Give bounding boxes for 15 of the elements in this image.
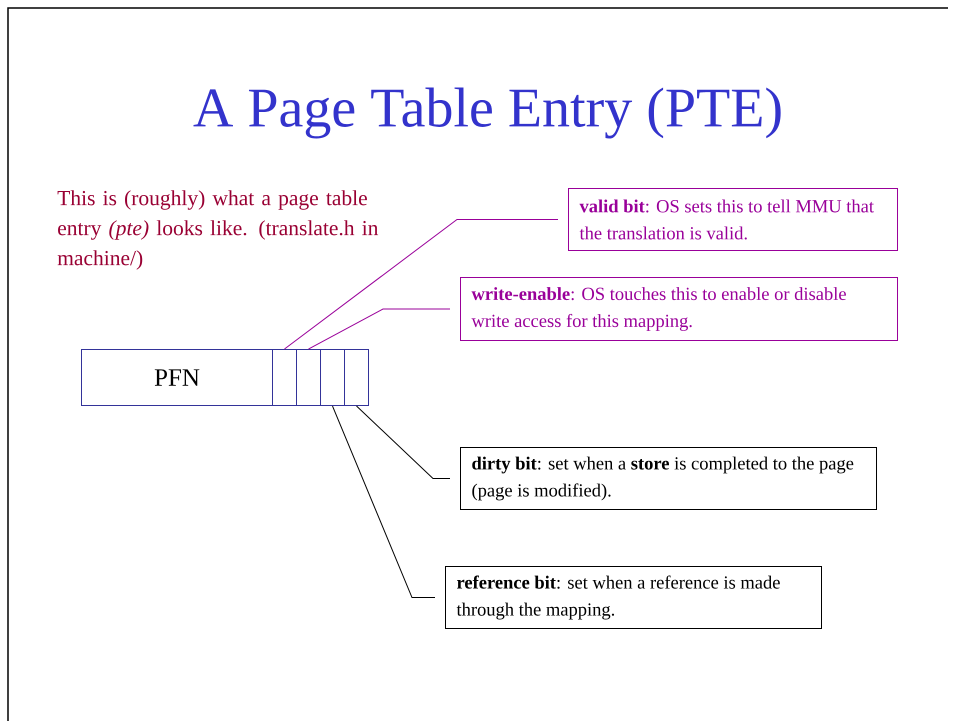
bit-field [320, 349, 345, 406]
callout-box: dirty bit: set when a store is completed to the page (page is modified). [460, 447, 877, 510]
callout-box: valid bit: OS sets this to tell MMU that the translation is valid. [568, 188, 898, 251]
leader-line [284, 219, 558, 350]
description-text: This is (roughly) what a page table entry (pte) looks like. (translate.h in machine/) [58, 190, 378, 270]
leader-line [332, 406, 436, 598]
bit-field [272, 349, 297, 406]
bit-field [296, 349, 321, 406]
bit-field [344, 349, 369, 406]
callout-box: write-enable: OS touches this to enable or disable write access for this mapping. [460, 277, 898, 341]
register-field: PFN [81, 349, 273, 406]
title: A Page Table Entry (PTE) [193, 88, 781, 138]
leader-line [308, 308, 450, 350]
callout-box: reference bit: set when a reference is made through the mapping. [445, 566, 822, 629]
leader-line [356, 406, 450, 479]
